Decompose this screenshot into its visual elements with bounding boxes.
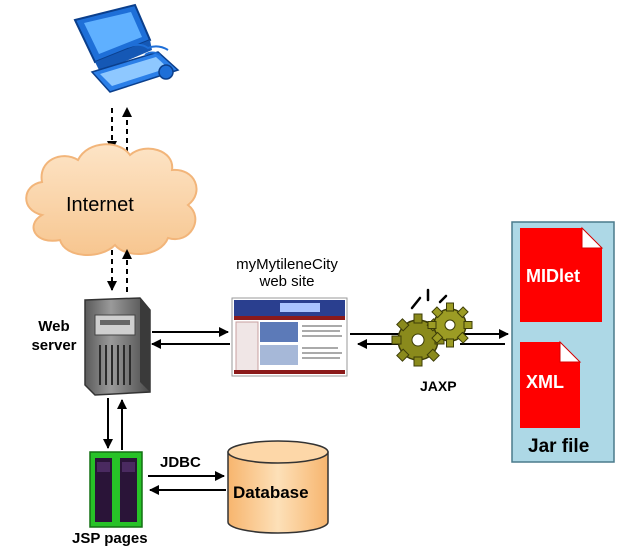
website-label-line2: web site — [259, 273, 315, 290]
xml-document-icon — [520, 342, 580, 428]
jar-file-panel — [511, 221, 615, 463]
xml-label: XML — [526, 372, 564, 392]
gears-icon — [391, 288, 473, 367]
web-server-label-line1: Web — [38, 318, 70, 335]
web-server-label-line2: server — [31, 337, 77, 354]
website-label-line1: myMytileneCity — [236, 256, 338, 273]
computer-icon — [73, 3, 180, 93]
midlet-label: MIDlet — [526, 266, 580, 286]
internet-cloud — [25, 143, 198, 257]
database-label: Database — [233, 483, 309, 502]
website-label: myMytileneCity web site — [222, 256, 352, 290]
website-thumbnail — [231, 297, 348, 377]
jdbc-label: JDBC — [160, 454, 201, 471]
server-icon — [84, 297, 151, 396]
midlet-document-icon — [520, 228, 602, 322]
internet-label: Internet — [66, 194, 134, 216]
web-server-label: Web server — [30, 318, 78, 354]
jsp-pages-icon — [89, 451, 143, 528]
jar-file-label: Jar file — [528, 436, 590, 457]
jaxp-label: JAXP — [420, 378, 457, 394]
jsp-pages-label: JSP pages — [72, 530, 148, 547]
database-cylinder — [227, 440, 329, 534]
